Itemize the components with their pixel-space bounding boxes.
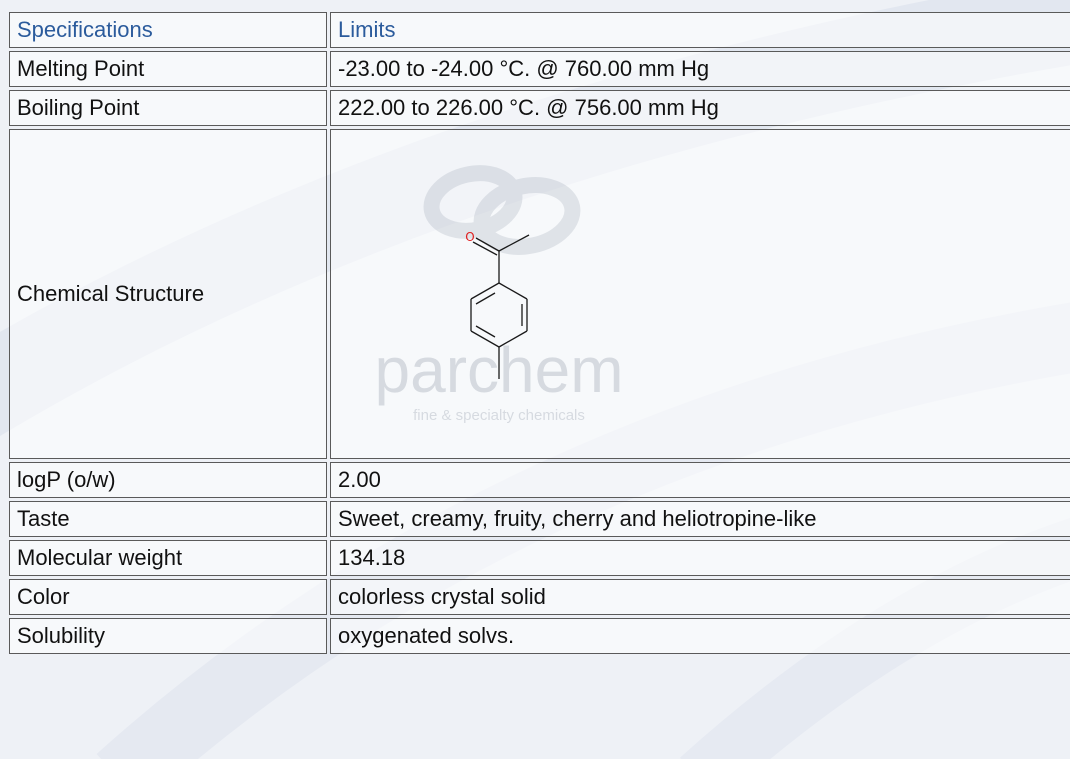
parchem-watermark-logo: parchem fine & specialty chemicals bbox=[375, 165, 624, 424]
spec-cell: Color bbox=[9, 579, 327, 615]
limit-cell: 222.00 to 226.00 °C. @ 756.00 mm Hg bbox=[330, 90, 1070, 126]
header-specifications: Specifications bbox=[9, 12, 327, 48]
structure-row: Chemical Structure parchem fine & specia… bbox=[9, 129, 1070, 459]
table-row: Taste Sweet, creamy, fruity, cherry and … bbox=[9, 501, 1070, 537]
spec-cell: Melting Point bbox=[9, 51, 327, 87]
molecule-structure-diagram: O bbox=[465, 230, 530, 379]
oxygen-atom-label: O bbox=[465, 230, 474, 244]
watermark-tagline-text: fine & specialty chemicals bbox=[413, 407, 585, 424]
spec-cell: Boiling Point bbox=[9, 90, 327, 126]
limit-cell: 134.18 bbox=[330, 540, 1070, 576]
header-limits: Limits bbox=[330, 12, 1070, 48]
limit-cell: colorless crystal solid bbox=[330, 579, 1070, 615]
limit-cell: oxygenated solvs. bbox=[330, 618, 1070, 654]
spec-cell: Taste bbox=[9, 501, 327, 537]
table-row: Molecular weight 134.18 bbox=[9, 540, 1070, 576]
limit-cell: -23.00 to -24.00 °C. @ 760.00 mm Hg bbox=[330, 51, 1070, 87]
spec-cell: Molecular weight bbox=[9, 540, 327, 576]
specifications-table: Specifications Limits Melting Point -23.… bbox=[6, 9, 1070, 657]
spec-cell: Chemical Structure bbox=[9, 129, 327, 459]
table-row: Boiling Point 222.00 to 226.00 °C. @ 756… bbox=[9, 90, 1070, 126]
table-row: Melting Point -23.00 to -24.00 °C. @ 760… bbox=[9, 51, 1070, 87]
table-row: Color colorless crystal solid bbox=[9, 579, 1070, 615]
limit-cell: 2.00 bbox=[330, 462, 1070, 498]
limit-cell: Sweet, creamy, fruity, cherry and heliot… bbox=[330, 501, 1070, 537]
structure-cell: parchem fine & specialty chemicals bbox=[330, 129, 1070, 459]
table-row: Solubility oxygenated solvs. bbox=[9, 618, 1070, 654]
spec-cell: Solubility bbox=[9, 618, 327, 654]
table-header-row: Specifications Limits bbox=[9, 12, 1070, 48]
table-row: logP (o/w) 2.00 bbox=[9, 462, 1070, 498]
spec-cell: logP (o/w) bbox=[9, 462, 327, 498]
